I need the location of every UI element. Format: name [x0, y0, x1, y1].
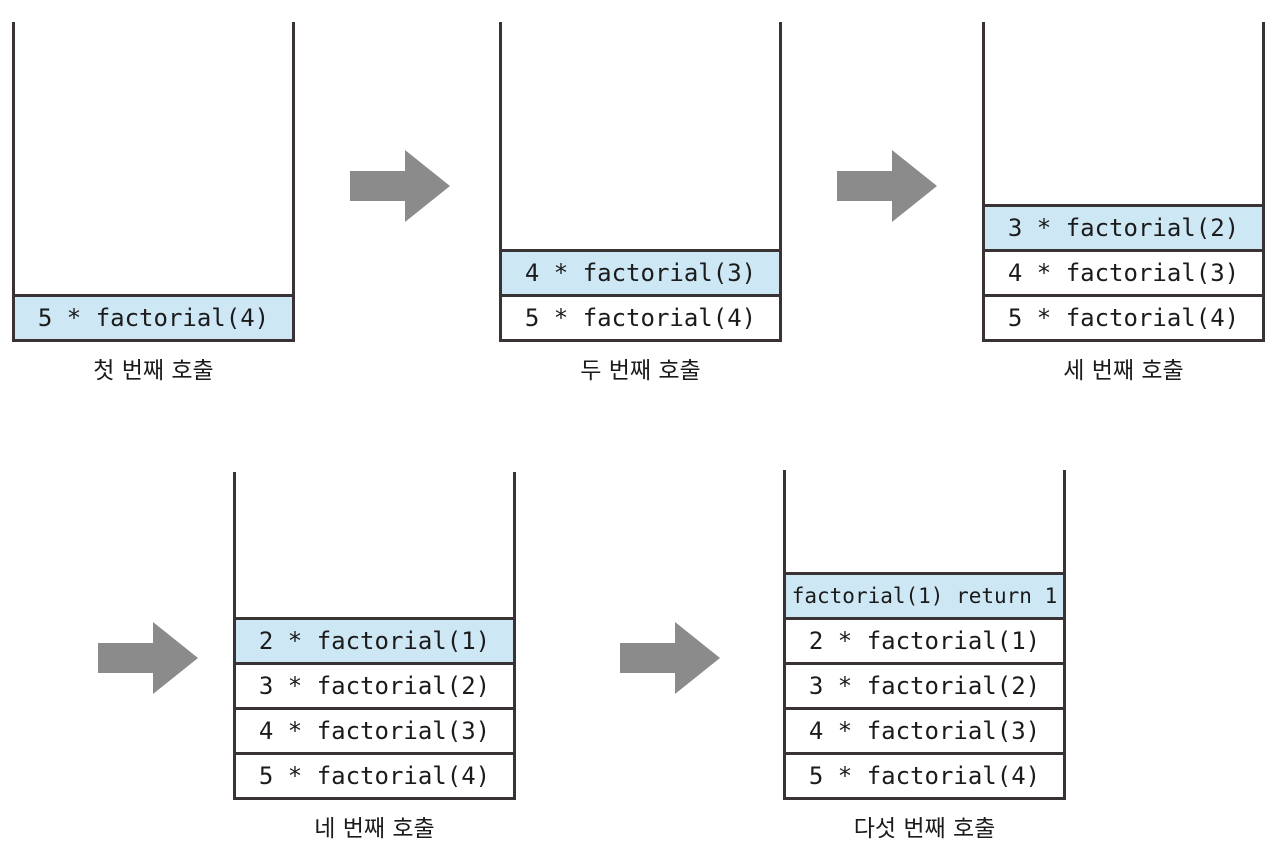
stack-frame: 4 * factorial(3) — [786, 707, 1063, 755]
arrow-call-1-to-call-2 — [350, 150, 450, 222]
stack-frame: 2 * factorial(1) — [236, 617, 513, 665]
stack-frame: 4 * factorial(3) — [502, 249, 779, 297]
stack-frame: 3 * factorial(2) — [786, 662, 1063, 710]
arrow-call-4-to-call-5 — [620, 622, 720, 694]
right-arrow-icon — [620, 622, 720, 694]
stack-frame: factorial(1) return 1 — [786, 572, 1063, 620]
stack-frame: 3 * factorial(2) — [236, 662, 513, 710]
stack-label-call-4: 네 번째 호출 — [314, 816, 435, 842]
stack-group-call-1: 5 * factorial(4) 첫 번째 호출 — [12, 22, 295, 385]
stack-frame: 2 * factorial(1) — [786, 617, 1063, 665]
arrow-call-2-to-call-3 — [837, 150, 937, 222]
stack-frame: 5 * factorial(4) — [502, 294, 779, 342]
stack-group-call-3: 3 * factorial(2) 4 * factorial(3) 5 * fa… — [982, 22, 1265, 385]
right-arrow-icon — [837, 150, 937, 222]
stack-label-call-5: 다섯 번째 호출 — [853, 816, 996, 842]
stack-call-4: 2 * factorial(1) 3 * factorial(2) 4 * fa… — [233, 472, 516, 800]
stack-frame: 5 * factorial(4) — [15, 294, 292, 342]
stack-group-call-5: factorial(1) return 1 2 * factorial(1) 3… — [783, 470, 1066, 843]
stack-call-1: 5 * factorial(4) — [12, 22, 295, 342]
stack-group-call-2: 4 * factorial(3) 5 * factorial(4) 두 번째 호… — [499, 22, 782, 385]
stack-call-2: 4 * factorial(3) 5 * factorial(4) — [499, 22, 782, 342]
stack-frame: 5 * factorial(4) — [236, 752, 513, 800]
stack-call-5: factorial(1) return 1 2 * factorial(1) 3… — [783, 470, 1066, 800]
right-arrow-icon — [98, 622, 198, 694]
stack-frame: 5 * factorial(4) — [985, 294, 1262, 342]
stack-frame: 5 * factorial(4) — [786, 752, 1063, 800]
stack-group-call-4: 2 * factorial(1) 3 * factorial(2) 4 * fa… — [233, 472, 516, 843]
stack-frame: 4 * factorial(3) — [985, 249, 1262, 297]
stack-label-call-3: 세 번째 호출 — [1063, 358, 1184, 384]
stack-label-call-2: 두 번째 호출 — [580, 358, 701, 384]
right-arrow-icon — [350, 150, 450, 222]
stack-frame: 4 * factorial(3) — [236, 707, 513, 755]
arrow-call-3-to-call-4 — [98, 622, 198, 694]
stack-frame: 3 * factorial(2) — [985, 204, 1262, 252]
stack-call-3: 3 * factorial(2) 4 * factorial(3) 5 * fa… — [982, 22, 1265, 342]
stack-label-call-1: 첫 번째 호출 — [93, 358, 214, 384]
